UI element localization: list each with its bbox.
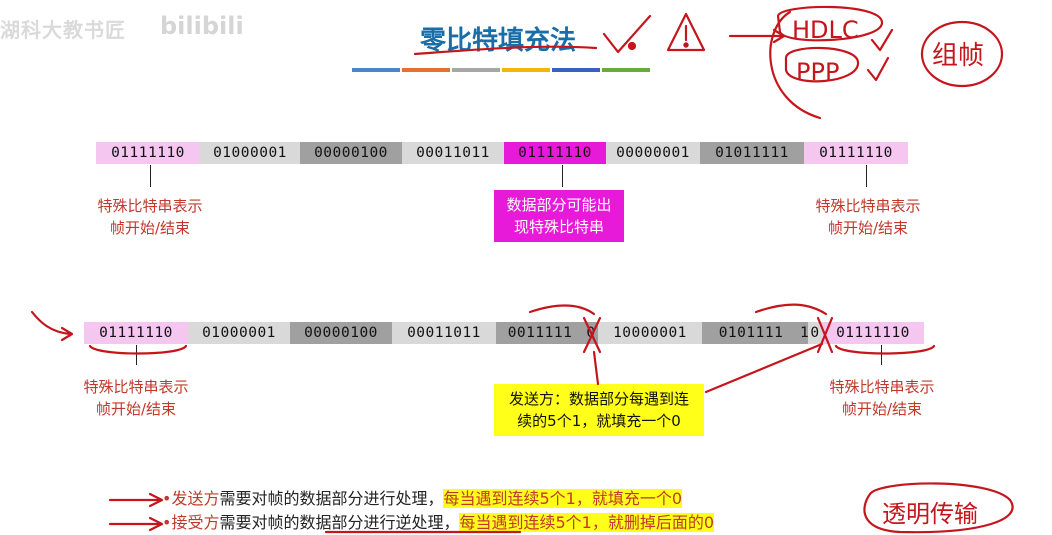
brace-ink bbox=[88, 344, 188, 355]
bit-segment: 0011111 bbox=[496, 322, 584, 344]
arrow-right-icon bbox=[108, 492, 164, 508]
bit-segment: 01011111 bbox=[700, 142, 804, 164]
caption-line: 特殊比特串表示 bbox=[97, 197, 203, 215]
bullet-highlight: 每当遇到连续5个1，就填充一个0 bbox=[443, 489, 683, 508]
arrow-right-icon bbox=[30, 310, 74, 342]
box-line: 现特殊比特串 bbox=[513, 218, 604, 236]
bullet-emphasis: 接受方 bbox=[171, 513, 220, 532]
hdlc-label: HDLC bbox=[792, 16, 859, 44]
checkmark-icon bbox=[866, 56, 890, 82]
bullet-sender: •发送方需要对帧的数据部分进行处理，每当遇到连续5个1，就填充一个0 bbox=[162, 488, 683, 510]
arrow-down bbox=[881, 345, 882, 365]
arrow-right-icon bbox=[108, 516, 164, 532]
bullet-marker: • bbox=[162, 489, 172, 508]
caption-line: 特殊比特串表示 bbox=[815, 197, 921, 215]
caption-line: 特殊比特串表示 bbox=[83, 378, 189, 396]
bit-segment: 10000001 bbox=[598, 322, 702, 344]
title-bar-segment bbox=[452, 68, 500, 72]
bit-segment: 01111110 bbox=[822, 322, 924, 344]
arrow-line bbox=[704, 342, 824, 394]
brace-ink bbox=[834, 344, 936, 355]
bit-segment: 01111110 bbox=[84, 322, 188, 344]
bullet-marker: • bbox=[162, 513, 172, 532]
bit-segment: 01111110 bbox=[504, 142, 606, 164]
arrow-right-icon bbox=[728, 28, 786, 44]
title-bar-segment bbox=[402, 68, 450, 72]
frame-start-caption: 特殊比特串表示 帧开始/结束 bbox=[88, 195, 212, 239]
zuzhen-label: 组帧 bbox=[932, 41, 984, 71]
checkmark-icon bbox=[602, 14, 652, 54]
caption-line: 帧开始/结束 bbox=[827, 219, 909, 237]
warning-icon bbox=[666, 12, 706, 52]
watermark-text: 湖科大教书匠 bbox=[0, 18, 126, 42]
bit-segment: 0 bbox=[584, 322, 598, 344]
frame-start-caption: 特殊比特串表示 帧开始/结束 bbox=[74, 376, 198, 420]
brace-ink bbox=[528, 304, 596, 316]
title-underline-bars bbox=[352, 68, 650, 72]
caption-line: 帧开始/结束 bbox=[95, 400, 177, 418]
toumin-ellipse bbox=[863, 482, 1014, 534]
caption-line: 帧开始/结束 bbox=[841, 400, 923, 418]
brace-ink bbox=[754, 303, 828, 316]
hdlc-ellipse bbox=[776, 5, 884, 42]
bilibili-logo: bilibili bbox=[160, 12, 244, 40]
page-title: 零比特填充法 bbox=[420, 26, 577, 56]
title-bar-segment bbox=[352, 68, 400, 72]
bit-segment: 00011011 bbox=[392, 322, 496, 344]
caption-line: 特殊比特串表示 bbox=[829, 378, 935, 396]
arrow-line bbox=[592, 350, 600, 386]
bit-segment: 01000001 bbox=[188, 322, 290, 344]
caption-line: 帧开始/结束 bbox=[109, 219, 191, 237]
zuzhen-ellipse bbox=[920, 20, 1004, 88]
frame-end-caption: 特殊比特串表示 帧开始/结束 bbox=[806, 195, 930, 239]
bit-segment: 01000001 bbox=[200, 142, 300, 164]
bit-segment: 1 bbox=[800, 322, 809, 344]
arrow-down bbox=[562, 165, 563, 187]
arrow-down bbox=[150, 165, 151, 187]
box-line: 续的5个1，就填充一个0 bbox=[517, 412, 681, 430]
checkmark-icon bbox=[870, 28, 894, 52]
bit-segment: 00000001 bbox=[606, 142, 700, 164]
arrow-down bbox=[136, 345, 137, 365]
ink-dot bbox=[627, 41, 637, 51]
bullet-text: 需要对帧的数据部分进行逆处理， bbox=[219, 513, 460, 532]
ppp-ellipse bbox=[784, 46, 860, 83]
bracket-ink bbox=[769, 10, 822, 120]
title-bar-segment bbox=[602, 68, 650, 72]
bit-segment: 00011011 bbox=[402, 142, 504, 164]
arrow-down bbox=[866, 165, 867, 187]
bit-segment: 0 bbox=[808, 322, 822, 344]
bit-segment: 01111110 bbox=[96, 142, 200, 164]
bullet-highlight: 每当遇到连续5个1，就删掉后面的0 bbox=[459, 513, 715, 532]
box-line: 数据部分可能出 bbox=[506, 196, 612, 214]
bullet-text: 需要对帧的数据部分进行处理， bbox=[219, 489, 444, 508]
bit-segment: 0101111 bbox=[702, 322, 800, 344]
frame-end-caption: 特殊比特串表示 帧开始/结束 bbox=[820, 376, 944, 420]
sender-stuffing-box: 发送方：数据部分每遇到连 续的5个1，就填充一个0 bbox=[494, 384, 704, 436]
ppp-label: PPP bbox=[796, 58, 839, 86]
title-bar-segment bbox=[552, 68, 600, 72]
bit-segment: 00000100 bbox=[300, 142, 402, 164]
bit-segment: 00000100 bbox=[290, 322, 392, 344]
bullet-receiver: •接受方需要对帧的数据部分进行逆处理，每当遇到连续5个1，就删掉后面的0 bbox=[162, 512, 715, 534]
box-line: 发送方：数据部分每遇到连 bbox=[508, 390, 689, 408]
bit-segment: 01111110 bbox=[804, 142, 908, 164]
toumin-label: 透明传输 bbox=[882, 500, 978, 528]
bullet-emphasis: 发送方 bbox=[171, 489, 220, 508]
title-bar-segment bbox=[502, 68, 550, 72]
data-special-string-box: 数据部分可能出 现特殊比特串 bbox=[494, 190, 624, 242]
